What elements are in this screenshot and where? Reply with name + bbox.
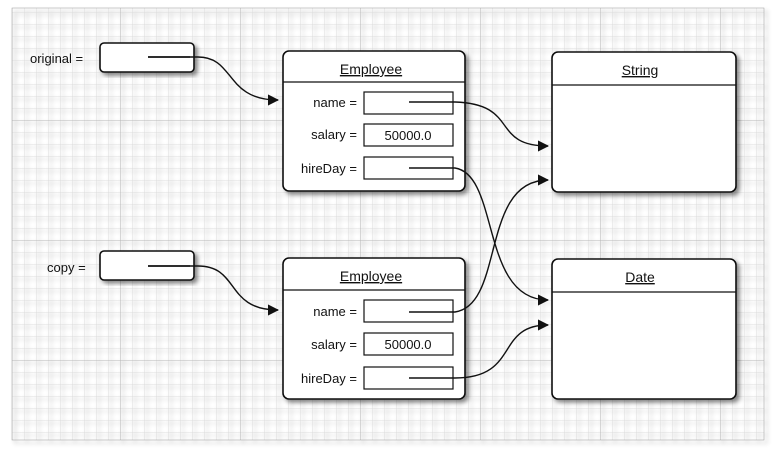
- employee-copy-name-field: [363, 299, 454, 323]
- arrow-original-name-to-string: [409, 101, 550, 152]
- date-object-title: Date: [625, 269, 655, 285]
- employee-copy-salary-label: salary =: [311, 337, 357, 352]
- string-object: String: [551, 51, 737, 193]
- employee-original-hireday-label: hireDay =: [301, 161, 357, 176]
- arrow-copy-to-employee: [148, 265, 280, 316]
- employee-object-copy: Employee name = salary = 50000.0 hireDay…: [282, 257, 466, 400]
- employee-copy-title: Employee: [340, 268, 402, 284]
- original-variable-label: original =: [30, 51, 83, 66]
- employee-original-salary-label: salary =: [311, 127, 357, 142]
- employee-copy-hireday-label: hireDay =: [301, 371, 357, 386]
- employee-copy-salary-field: [363, 332, 454, 356]
- employee-object-original: Employee name = salary = 50000.0 hireDay…: [282, 50, 466, 192]
- employee-original-salary-field: [363, 123, 454, 147]
- copy-variable-label: copy =: [47, 260, 86, 275]
- employee-original-name-label: name =: [313, 95, 357, 110]
- employee-copy-name-label: name =: [313, 304, 357, 319]
- string-object-title: String: [622, 62, 659, 78]
- arrow-copy-hireday-to-date: [409, 319, 550, 379]
- employee-original-salary-value: 50000.0: [385, 128, 432, 143]
- arrow-original-to-employee: [148, 56, 280, 106]
- employee-original-title: Employee: [340, 61, 402, 77]
- date-object: Date: [551, 258, 737, 400]
- employee-copy-salary-value: 50000.0: [385, 337, 432, 352]
- arrow-original-hireday-to-date: [409, 167, 550, 306]
- arrow-copy-name-to-string: [409, 174, 550, 313]
- employee-original-name-field: [363, 91, 454, 115]
